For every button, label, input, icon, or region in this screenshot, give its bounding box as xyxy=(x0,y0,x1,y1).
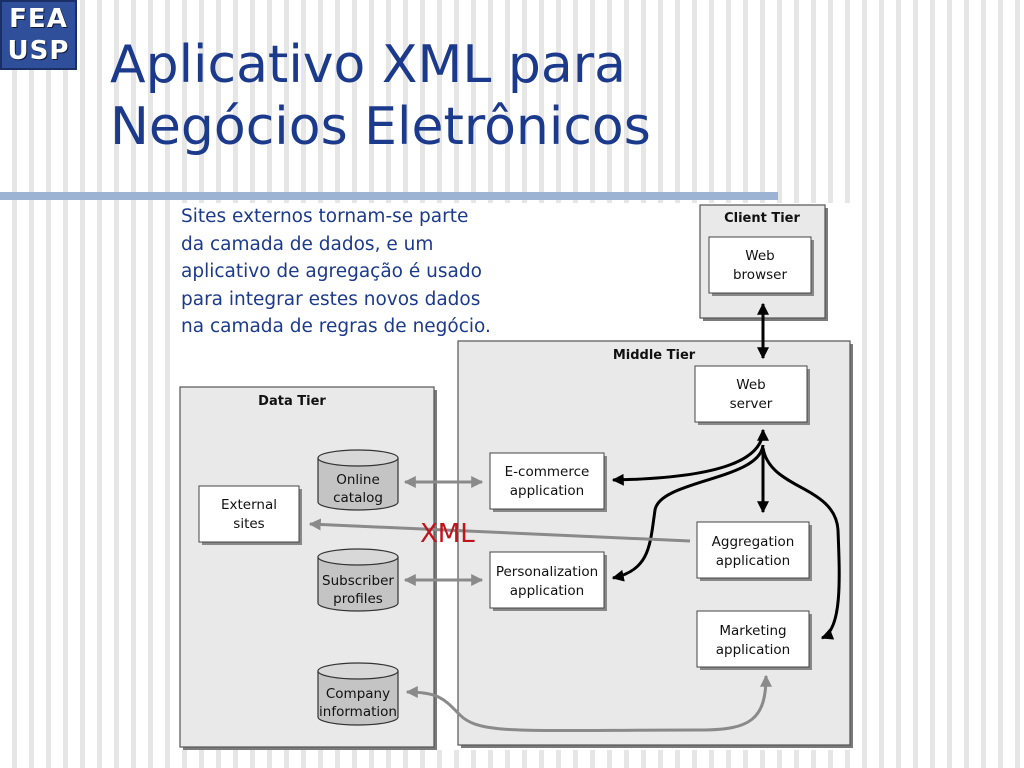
company-information-line-2: information xyxy=(319,704,397,720)
aggregation-line-2: application xyxy=(716,553,790,569)
external-sites-line-2: sites xyxy=(233,516,264,532)
company-information-database: Company information xyxy=(317,662,399,726)
gray-arrows xyxy=(308,476,772,733)
logo-text-fea: FEA xyxy=(9,4,68,34)
web-browser-box: Web browser xyxy=(708,236,814,296)
slide-title: Aplicativo XML para Negócios Eletrônicos xyxy=(110,34,651,158)
logo-text-usp: USP xyxy=(7,36,70,66)
title-divider xyxy=(0,192,778,200)
personalization-line-2: application xyxy=(510,583,584,599)
marketing-application-box: Marketing application xyxy=(696,610,812,670)
arrow-aggregation-external xyxy=(308,518,691,543)
subscriber-profiles-line-2: profiles xyxy=(333,591,383,607)
online-catalog-database: Online catalog xyxy=(317,449,399,511)
caption-line-1: Sites externos tornam-se parte xyxy=(181,206,469,227)
aggregation-application-box: Aggregation application xyxy=(696,521,812,581)
middle-tier-label: Middle Tier xyxy=(613,348,696,363)
xml-label: XML xyxy=(420,519,475,549)
caption-line-5: na camada de regras de negócio. xyxy=(181,316,491,337)
aggregation-line-1: Aggregation xyxy=(712,534,795,550)
web-server-line-1: Web xyxy=(736,377,765,393)
fea-usp-logo: FEA USP xyxy=(0,0,77,70)
caption-line-3: aplicativo de agregação é usado xyxy=(181,261,482,282)
personalization-application-box: Personalization application xyxy=(489,551,607,611)
external-sites-box: External sites xyxy=(198,485,302,545)
caption-line-2: da camada de dados, e um xyxy=(181,233,434,255)
caption-text: Sites externos tornam-se parte da camada… xyxy=(181,203,581,341)
data-tier-label: Data Tier xyxy=(258,394,326,409)
caption-line-4: para integrar estes novos dados xyxy=(181,288,481,310)
company-information-line-1: Company xyxy=(326,686,390,702)
ecommerce-application-box: E-commerce application xyxy=(489,452,607,512)
subscriber-profiles-line-1: Subscriber xyxy=(322,573,394,589)
web-server-line-2: server xyxy=(730,396,773,412)
online-catalog-line-1: Online xyxy=(336,472,380,488)
web-browser-line-1: Web xyxy=(745,248,774,264)
web-server-box: Web server xyxy=(694,365,810,425)
arrow-server-marketing xyxy=(761,447,841,640)
ecommerce-line-2: application xyxy=(510,483,584,499)
arrow-server-ecommerce xyxy=(611,428,769,486)
subscriber-profiles-database: Subscriber profiles xyxy=(317,548,399,612)
ecommerce-line-1: E-commerce xyxy=(505,464,590,480)
web-browser-line-2: browser xyxy=(733,267,787,283)
black-arrows xyxy=(611,302,841,640)
online-catalog-line-2: catalog xyxy=(333,490,383,506)
slide-title-line-1: Aplicativo XML para xyxy=(110,35,626,95)
client-tier-label: Client Tier xyxy=(724,211,800,226)
slide-title-line-2: Negócios Eletrônicos xyxy=(110,97,651,157)
arrow-server-personalization xyxy=(611,444,765,582)
personalization-line-1: Personalization xyxy=(496,564,598,580)
marketing-line-1: Marketing xyxy=(719,623,786,639)
arrow-company-marketing xyxy=(405,674,772,733)
external-sites-line-1: External xyxy=(221,497,277,513)
marketing-line-2: application xyxy=(716,642,790,658)
